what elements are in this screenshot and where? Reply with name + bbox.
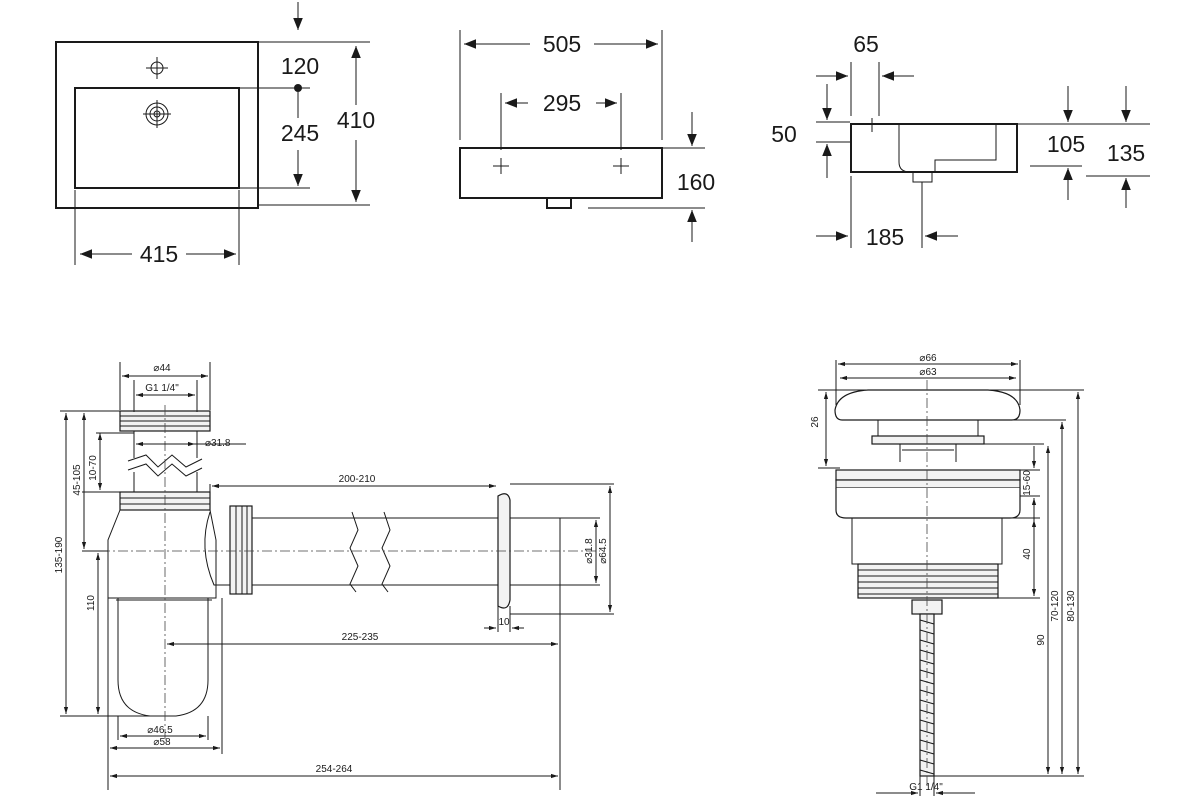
dim-siphon-pipe-diameter: ⌀31.8 <box>205 438 231 449</box>
basin-top-view: 415 120 245 410 <box>55 2 375 267</box>
dim-drain-thread: G1 1/4" <box>909 782 943 793</box>
dim-outer-height: 135 <box>1107 140 1145 166</box>
dim-bowl-depth: 245 <box>281 120 319 146</box>
drain-valve-drawing: ⌀66 ⌀63 26 15-60 40 90 70-120 80-130 G1 … <box>810 353 1084 796</box>
dim-cup-outer-diameter: ⌀58 <box>153 737 171 748</box>
dim-cup-inner-diameter: ⌀46.5 <box>147 725 173 736</box>
dim-siphon-body-height: 110 <box>86 595 97 611</box>
dim-basin-width: 415 <box>140 241 178 267</box>
dim-front-width: 505 <box>543 31 581 57</box>
dim-cap-inner-diameter: ⌀63 <box>919 367 937 378</box>
dim-drain-body-height: 40 <box>1022 548 1033 560</box>
dim-siphon-thread: G1 1/4" <box>145 383 179 394</box>
dim-siphon-total-length: 254-264 <box>316 764 353 775</box>
dim-flange-diameter: ⌀64.5 <box>598 538 609 564</box>
dim-front-height: 160 <box>677 169 715 195</box>
dim-drain-height-90: 90 <box>1036 634 1047 646</box>
dim-flange-thickness: 10 <box>498 617 510 628</box>
basin-front-view: 505 295 160 <box>459 30 715 242</box>
dim-cap-diameter: ⌀66 <box>919 353 937 364</box>
dim-siphon-adjust-1: 10-70 <box>88 455 99 481</box>
dim-drain-range-1: 15-60 <box>1022 470 1033 496</box>
dim-tap-position: 65 <box>853 31 879 57</box>
dim-siphon-total-height: 135-190 <box>54 536 65 573</box>
dim-basin-length: 410 <box>337 107 375 133</box>
dim-drain-range-3: 80-130 <box>1066 590 1077 622</box>
siphon-drawing: ⌀44 G1 1/4" ⌀31.8 10-70 45-105 135-190 1… <box>54 362 614 790</box>
dim-siphon-adjust-2: 45-105 <box>72 464 83 496</box>
dim-siphon-top-diameter: ⌀44 <box>153 363 171 374</box>
dim-tap-offset: 120 <box>281 53 319 79</box>
dim-lip-height: 50 <box>771 121 797 147</box>
dim-siphon-arm: 200-210 <box>339 474 376 485</box>
dim-inner-height: 105 <box>1047 131 1085 157</box>
dim-drain-range-2: 70-120 <box>1050 590 1061 622</box>
dim-basin-depth: 185 <box>866 224 904 250</box>
dim-tap-holes: 295 <box>543 90 581 116</box>
dim-wall-pipe-diameter: ⌀31.8 <box>584 538 595 564</box>
dim-siphon-center-length: 225-235 <box>342 632 379 643</box>
dim-cap-height: 26 <box>810 416 821 428</box>
basin-side-view: 65 50 105 135 185 <box>771 31 1150 250</box>
